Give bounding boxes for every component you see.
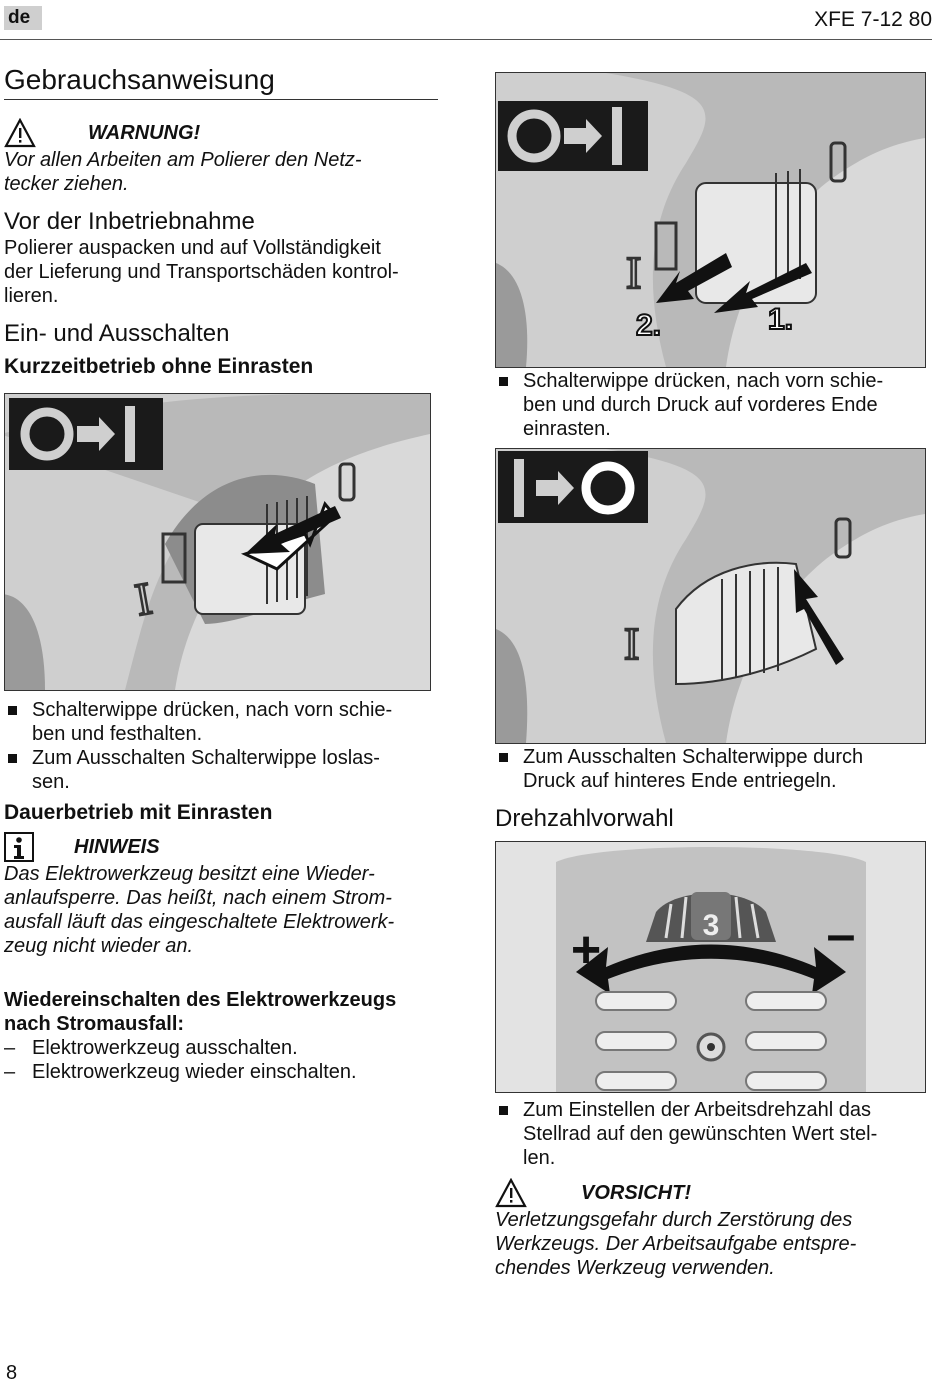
minus-label: – [827,906,856,964]
short-heading: Kurzzeitbetrieb ohne Einrasten [4,355,314,378]
svg-text:I: I [626,247,641,298]
plus-label: + [571,921,601,979]
caution-triangle-icon [495,1178,527,1208]
figure-latch-off: I [495,448,926,744]
bullet-square-icon [499,1106,508,1115]
bullet-square-icon [8,706,17,715]
list-item: –Elektrowerkzeug wieder einschalten. [4,1061,357,1083]
list-item: Schalterwippe drücken, nach vorn schie-b… [4,698,438,746]
speed-heading: Drehzahlvorwahl [495,805,674,832]
step-2-label: 2. [636,309,661,342]
before-heading: Vor der Inbetriebnahme [4,208,255,235]
dial-value: 3 [703,909,720,942]
list-item: Schalterwippe drücken, nach vorn schie-b… [495,369,929,441]
note-header: HINWEIS [4,832,438,862]
switch-heading: Ein- und Ausschalten [4,320,230,347]
warning-triangle-icon [4,118,36,148]
svg-text:I: I [624,618,639,669]
warning-text: Vor allen Arbeiten am Polierer den Netz-… [4,149,362,195]
language-badge: de [4,6,42,30]
figure-latch-on: I 2. 1. [495,72,926,368]
step-1-label: 1. [768,303,793,336]
list-item: –Elektrowerkzeug ausschalten. [4,1037,298,1059]
warning-label: WARNUNG! [88,122,201,144]
note-label: HINWEIS [74,836,160,858]
caution-label: VORSICHT! [581,1182,691,1204]
page-title: Gebrauchsanweisung [4,64,438,100]
warning-header: WARNUNG! [4,118,438,148]
header-rule [0,39,932,40]
model-number: XFE 7-12 80 [814,8,932,31]
figure-speed-dial: 3 + – [495,841,926,1093]
bullet-square-icon [499,377,508,386]
short-bullets: Schalterwippe drücken, nach vorn schie-b… [4,698,438,1084]
caution-header: VORSICHT! [495,1178,929,1208]
info-icon [4,832,34,862]
continuous-heading: Dauerbetrieb mit Einrasten [4,801,273,824]
left-column: Gebrauchsanweisung WARNUNG! Vor allen Ar… [4,64,438,380]
note-text: Das Elektrowerkzeug besitzt eine Wieder-… [4,863,395,957]
figure-short-operation: I [4,393,431,691]
page-number: 8 [6,1362,18,1384]
bullet-square-icon [8,754,17,763]
latch-bullet-block: Schalterwippe drücken, nach vorn schie-b… [495,369,929,441]
bullet-square-icon [499,753,508,762]
before-text: Polierer auspacken und auf Vollständigke… [4,237,399,307]
list-item: Zum Ausschalten Schalterwippe loslas-sen… [4,746,438,794]
